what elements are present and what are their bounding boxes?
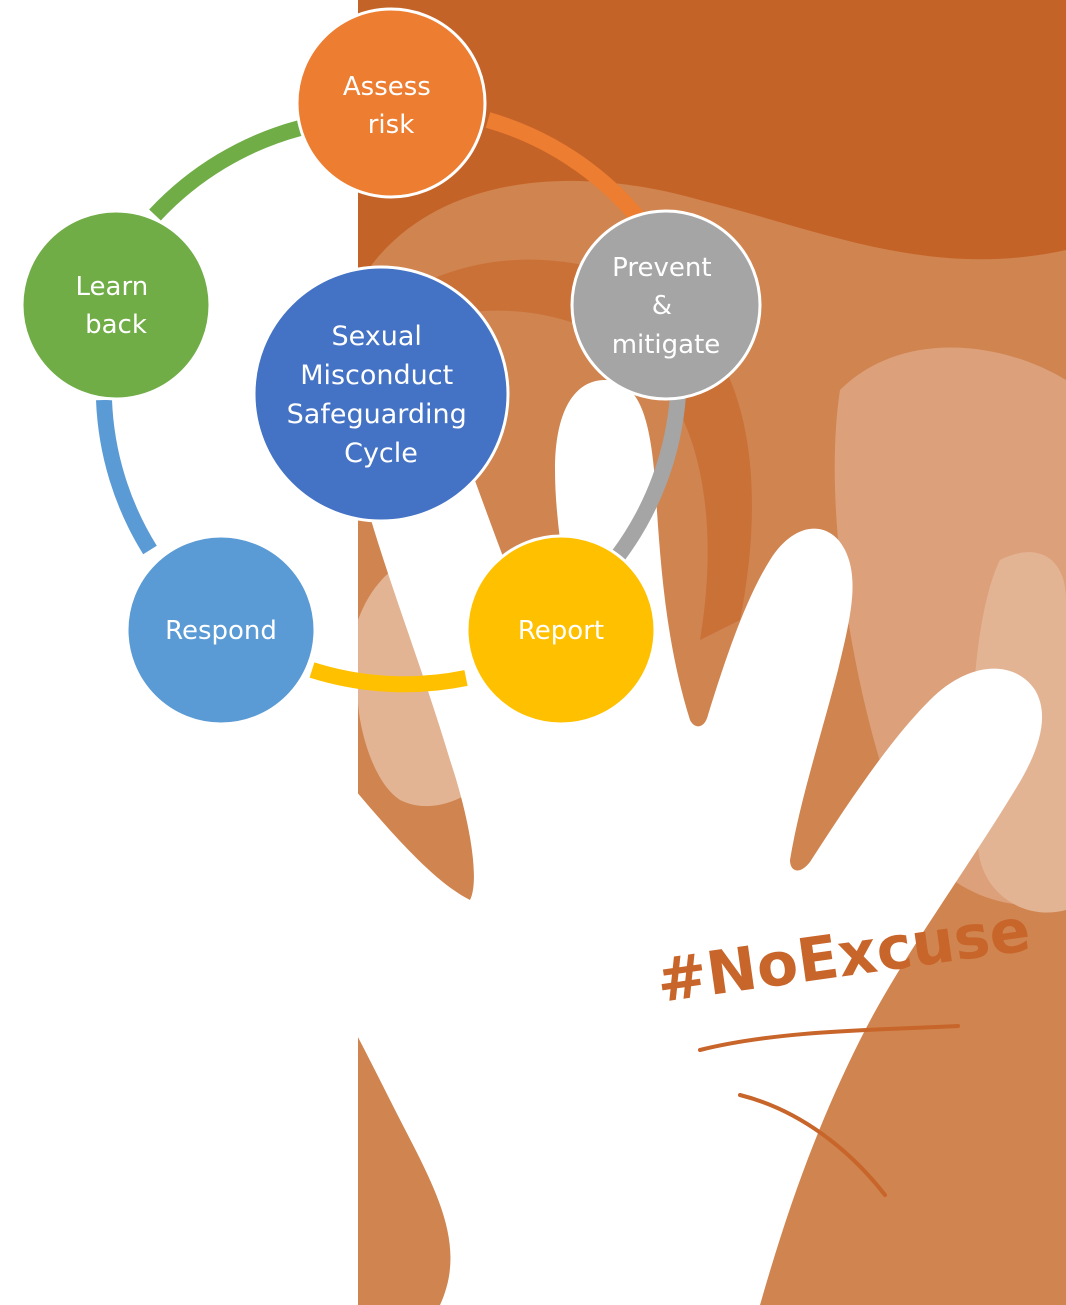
node-prevent-mitigate-label-line-1: Prevent	[612, 253, 711, 283]
ring-arc-learn-to-assess	[149, 120, 303, 221]
cycle-center: Sexual Misconduct Safeguarding Cycle	[252, 265, 510, 523]
palm-line-lower	[738, 1093, 887, 1197]
node-assess-risk[interactable]: Assess risk	[295, 7, 487, 199]
svg-text:Prevent & mitigate: Prevent & mitigate	[612, 253, 721, 360]
node-prevent-mitigate-label-line-2: &	[652, 291, 672, 321]
ring-arc-assess-to-prevent	[485, 112, 647, 226]
center-label-line-2: Misconduct	[300, 360, 453, 391]
svg-text:Respond: Respond	[165, 616, 277, 646]
node-learn-back-label-line-2: back	[85, 310, 147, 340]
ring-arc-prevent-to-report	[611, 394, 686, 561]
hand-shape	[213, 370, 1043, 1305]
center-label-line-1: Sexual	[331, 321, 421, 352]
center-circle	[252, 265, 510, 523]
node-assess-risk-label-line-1: Assess	[343, 72, 431, 102]
center-label-line-3: Safeguarding	[287, 399, 467, 430]
center-label-line-4: Cycle	[344, 438, 418, 469]
node-report[interactable]: Report	[465, 534, 657, 726]
palm-line-upper	[698, 1024, 960, 1052]
node-respond-circle	[125, 534, 317, 726]
svg-text:Sexual Misconduct: Sexual Misconduct Safeguarding Cycle	[287, 321, 476, 469]
ring-arc-report-to-respond	[309, 662, 468, 693]
node-respond-label: Respond	[165, 616, 277, 646]
node-learn-back-label-line-1: Learn	[76, 272, 149, 302]
node-report-circle	[465, 534, 657, 726]
node-assess-risk-circle	[295, 7, 487, 199]
node-learn-back-circle	[20, 209, 212, 401]
ring-arc-respond-to-learn	[96, 399, 157, 555]
svg-text:Learn back: Learn back	[76, 272, 157, 340]
node-prevent-mitigate-circle	[570, 209, 762, 401]
node-prevent-mitigate-label-line-3: mitigate	[612, 330, 721, 360]
svg-text:Assess risk: Assess risk	[343, 72, 439, 140]
node-assess-risk-label-line-2: risk	[368, 110, 415, 140]
cycle-ring	[96, 112, 686, 693]
node-learn-back[interactable]: Learn back	[20, 209, 212, 401]
node-respond[interactable]: Respond	[125, 534, 317, 726]
node-report-label: Report	[518, 616, 604, 646]
svg-text:Report: Report	[518, 616, 604, 646]
node-prevent-mitigate[interactable]: Prevent & mitigate	[570, 209, 762, 401]
